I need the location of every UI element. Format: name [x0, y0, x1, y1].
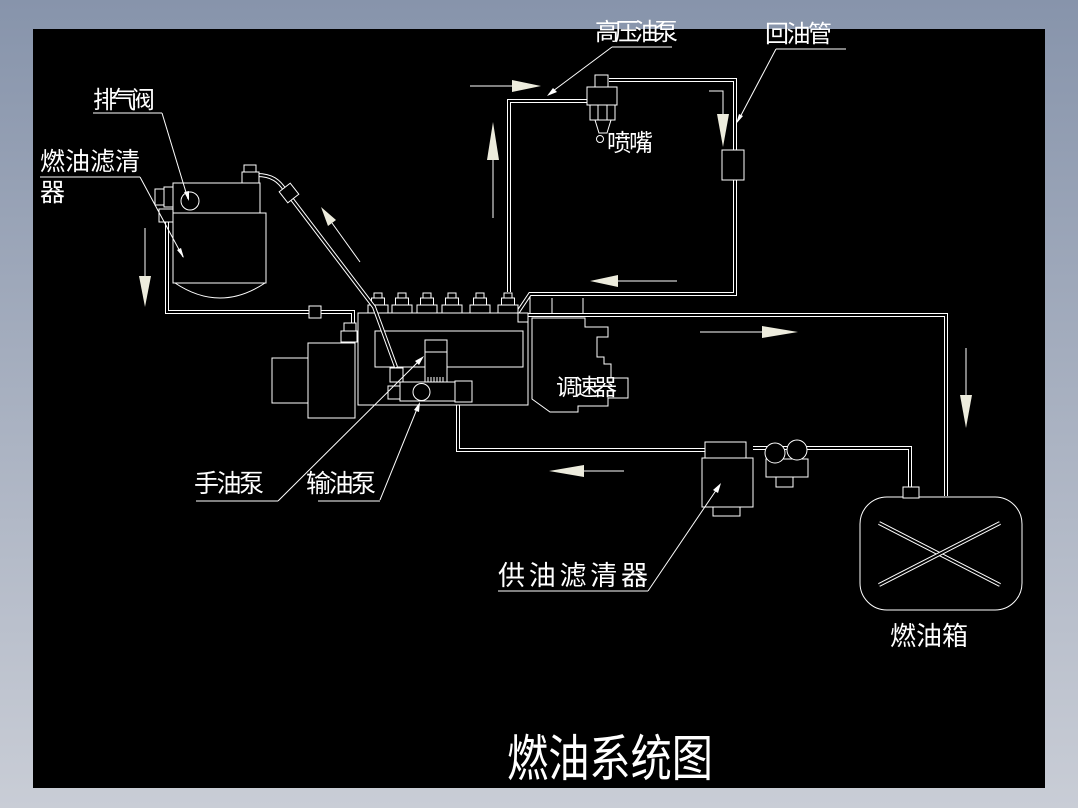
callouts: 排气阀 燃油滤清 器 高压油泵 回油管 喷嘴 调速器 手油泵 [40, 19, 968, 651]
injector-nozzle-label: 喷嘴 [607, 130, 653, 157]
hand-pump-body [424, 339, 448, 384]
fuel-tank [859, 486, 1023, 611]
governor-housing [529, 296, 629, 413]
pump-inlet-fitting [340, 322, 358, 343]
flow-arrow-down-return [709, 90, 729, 147]
flow-arrow-down-filter-drain [139, 228, 151, 307]
fuel-tank-label: 燃油箱 [890, 621, 968, 651]
flow-arrow-left-return [590, 275, 677, 287]
tank-suction-port [902, 486, 920, 499]
flow-arrows [139, 80, 972, 477]
callout-exhaust-valve: 排气阀 [93, 87, 189, 201]
callout-hand-pump: 手油泵 [194, 356, 424, 502]
governor-label: 调速器 [556, 374, 617, 400]
flow-arrow-up-hose [321, 207, 361, 263]
pump-front-housing [307, 342, 356, 419]
fuel-filter [154, 164, 267, 299]
return-pipe-fitting [721, 149, 745, 181]
pump-drive-box [271, 357, 309, 404]
pump-inspection-window [374, 330, 524, 368]
flow-arrow-up-hp-pipe [487, 122, 499, 218]
drawing-canvas [33, 29, 1045, 788]
callout-fuel-filter: 燃油滤清 器 [40, 148, 184, 258]
callout-supply-filter: 供油滤清器 [498, 483, 721, 592]
fuel-filter-label-line1: 燃油滤清 [40, 148, 140, 176]
callout-transfer-pump: 输油泵 [306, 402, 420, 502]
sediment-bowl-filter [764, 439, 809, 488]
pump-return-elbow [517, 312, 529, 323]
callout-return-pipe: 回油管 [736, 21, 846, 124]
callout-high-pressure-pump: 高压油泵 [547, 19, 678, 96]
supply-filter-label: 供油滤清器 [498, 561, 648, 591]
exhaust-valve-label: 排气阀 [93, 87, 155, 114]
transfer-pump-body [387, 380, 473, 403]
drawing-title: 燃油系统图 [507, 731, 713, 787]
hose-union-fitting [278, 182, 300, 204]
fuel-filter-label-line2: 器 [40, 179, 65, 207]
hose-end-fitting [389, 367, 404, 383]
hand-pump-label: 手油泵 [194, 470, 264, 498]
flow-arrow-left-suction [549, 465, 624, 477]
injection-pump [271, 292, 629, 419]
high-pressure-pump-label: 高压油泵 [595, 19, 678, 46]
pipe-feed-hose [278, 182, 404, 383]
exhaust-valve-port [180, 191, 200, 211]
delivery-valve-fittings [367, 292, 519, 314]
transfer-pump-label: 输油泵 [306, 470, 376, 498]
drain-pipe-fitting [308, 305, 322, 319]
filter-bowl-bottom [174, 282, 266, 299]
return-pipe-label: 回油管 [765, 21, 832, 48]
flow-arrow-right-top [470, 80, 541, 92]
flow-arrow-down-to-tank [960, 348, 972, 428]
nozzle-tip [594, 119, 612, 134]
filter-bowl [172, 212, 267, 284]
flow-arrow-right-overflow [700, 326, 798, 338]
supply-filter [701, 441, 754, 517]
injector [586, 74, 618, 143]
